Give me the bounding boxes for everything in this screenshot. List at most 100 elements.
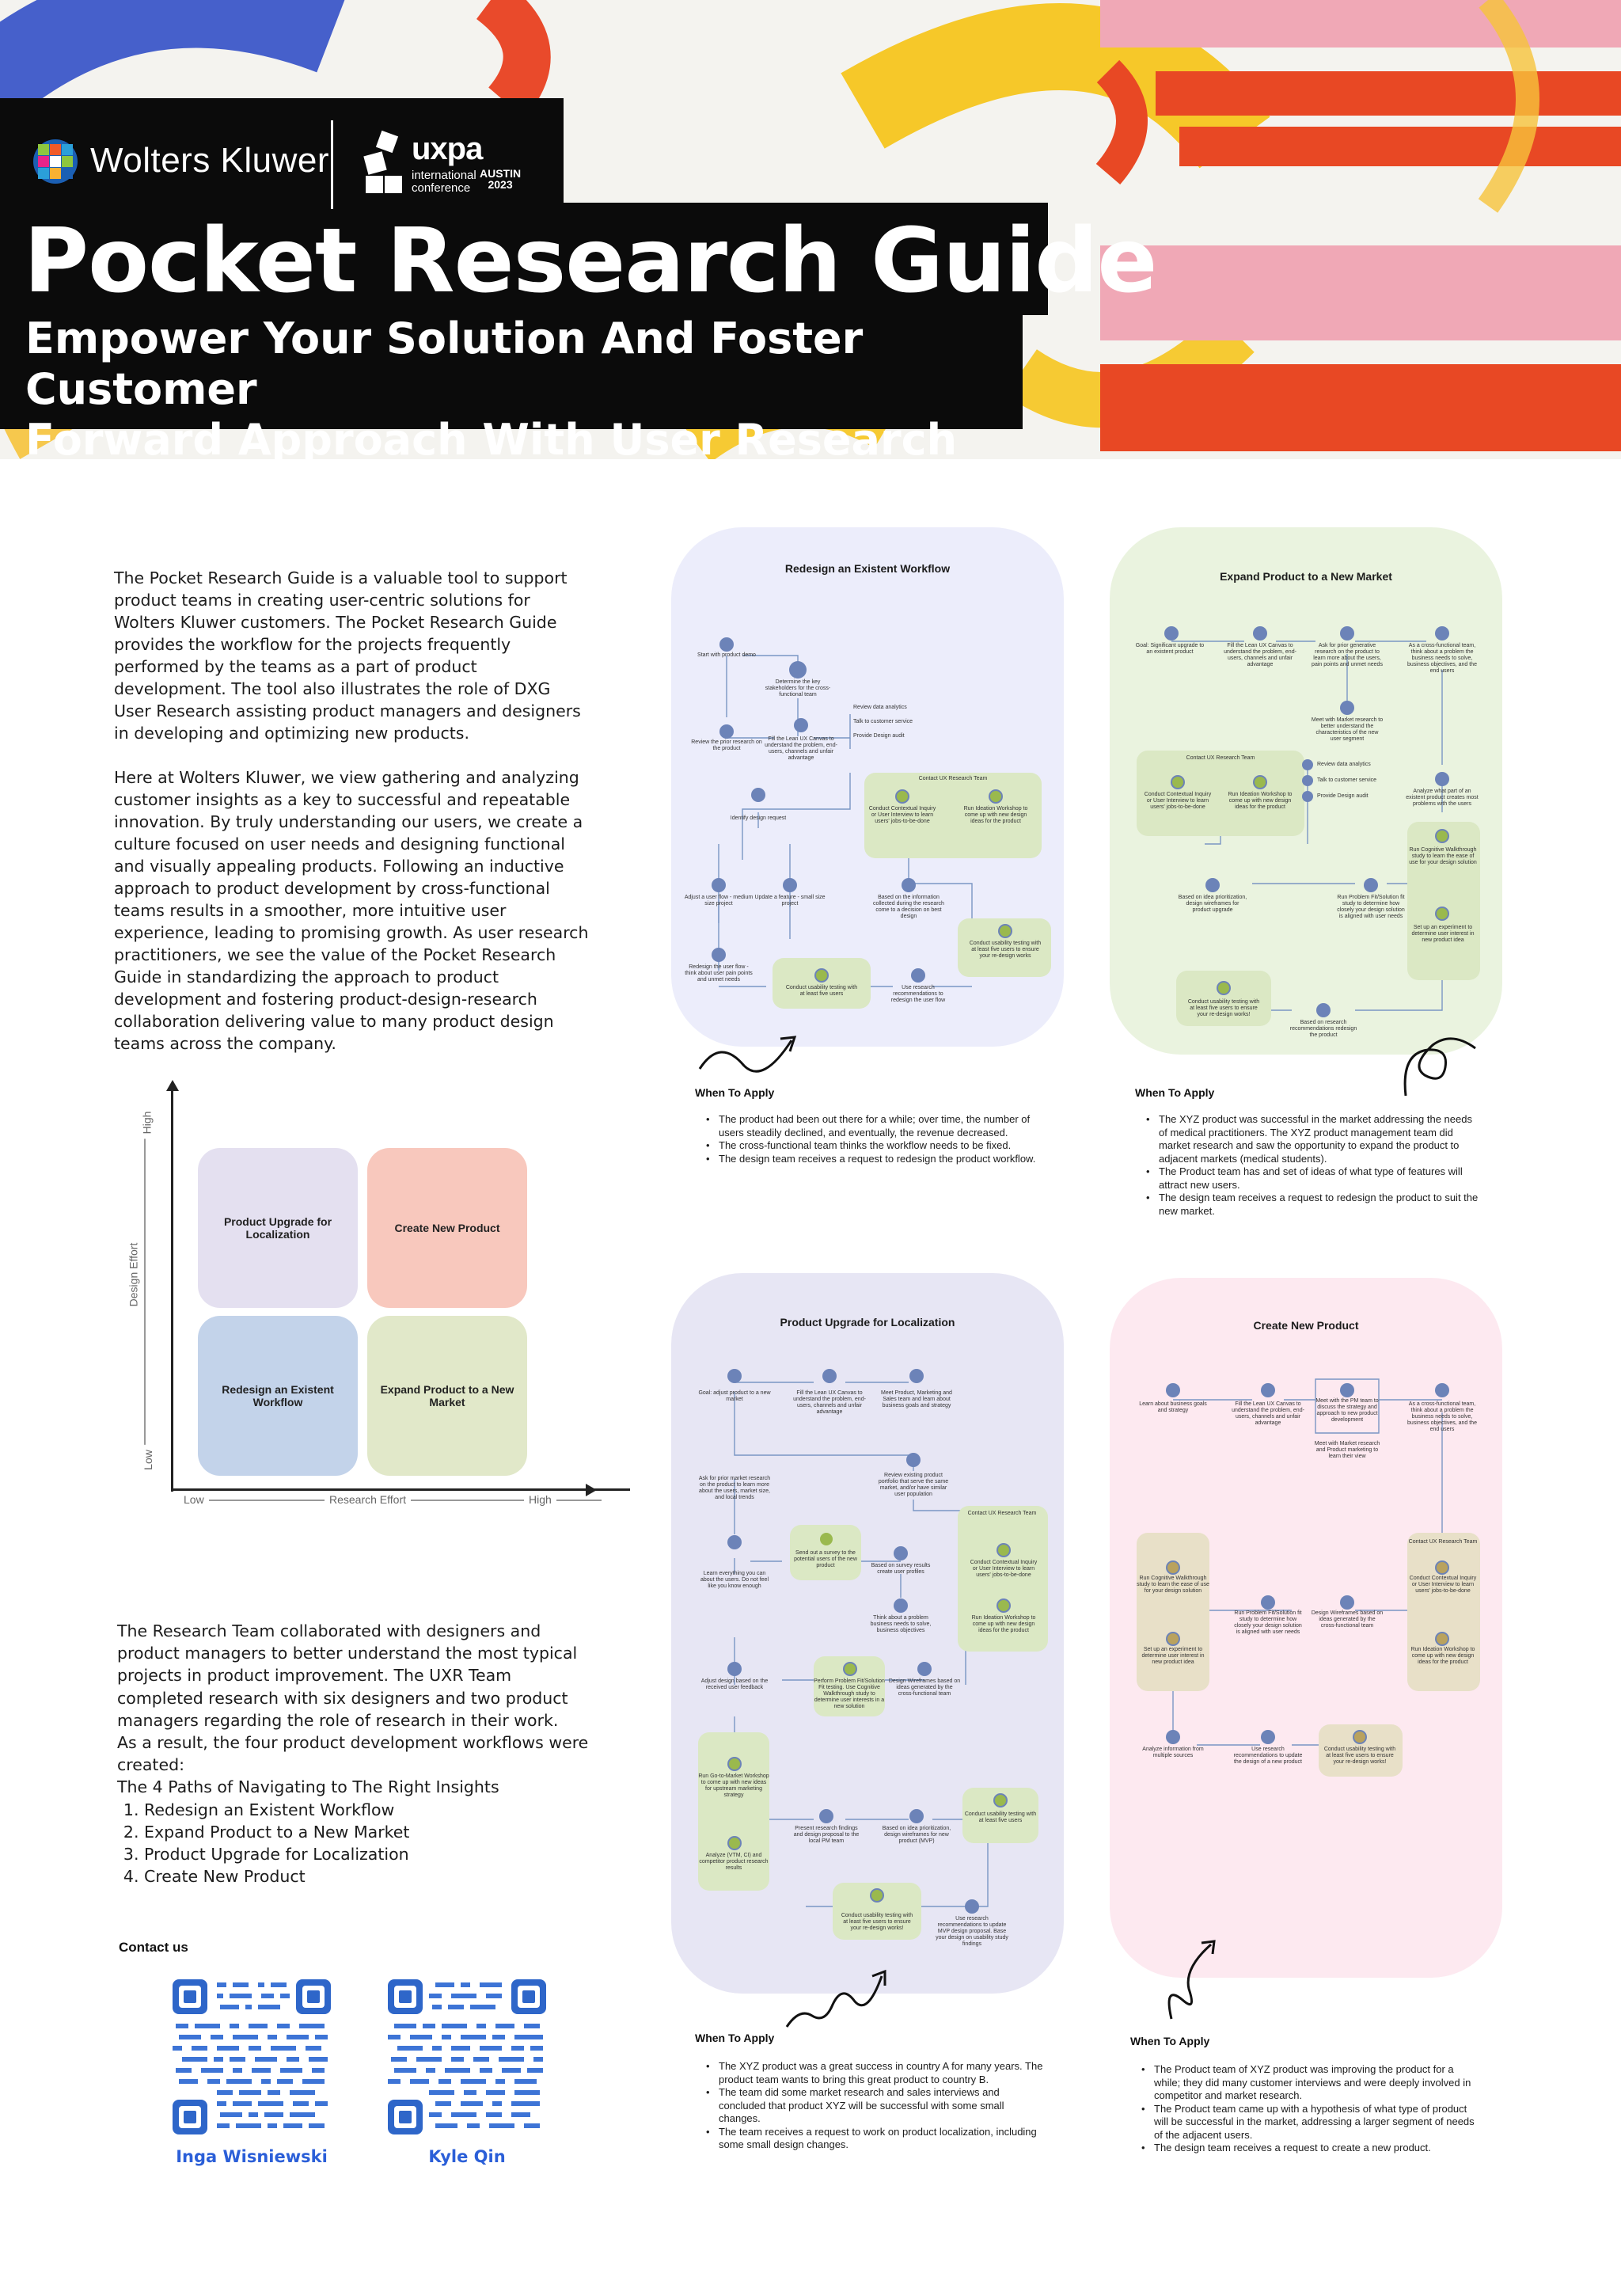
node-text: Based on idea prioritization, design wir… — [882, 1826, 951, 1844]
node-text: Run Ideation Workshop to come up with ne… — [1410, 1647, 1475, 1665]
node-text: Contact UX Research Team — [967, 1511, 1037, 1516]
conference-city-name: AUSTIN — [480, 167, 522, 180]
node-text: Conduct usability testing with at least … — [964, 1811, 1037, 1823]
node-text: Conduct Contextual Inquiry or User Inter… — [1409, 1576, 1477, 1594]
node-text: As a cross-functional team, think about … — [1407, 643, 1477, 674]
scribble-arrow-1 — [698, 1036, 797, 1073]
card-title: Create New Product — [1253, 1319, 1359, 1332]
node-text: Fill the Lean UX Canvas to understand th… — [1224, 643, 1296, 667]
workflow-card-expand: Expand Product to a New Market Goal: Sig… — [1110, 527, 1502, 1055]
path-item: Product Upgrade for Localization — [144, 1843, 592, 1865]
y-axis-arrow — [166, 1080, 179, 1091]
conference-word: uxpa — [412, 131, 483, 166]
node-text: Ask for prior generative research on the… — [1312, 643, 1383, 667]
apply-item: The team did some market research and sa… — [695, 2086, 1043, 2126]
node-text: Adjust design based on the received user… — [700, 1678, 769, 1690]
path-item: Create New Product — [144, 1865, 592, 1887]
node-text: Present research findings and design pro… — [793, 1826, 860, 1844]
apply-item: The Product team of XYZ product was impr… — [1130, 2063, 1479, 2103]
wolters-kluwer-logo-icon — [33, 139, 78, 184]
node-text: Run Cognitive Walkthrough study to learn… — [1409, 847, 1477, 865]
page-title: Pocket Research Guide — [24, 210, 1157, 313]
contact-title: Contact us — [119, 1940, 188, 1955]
x-axis-arrow — [586, 1484, 597, 1496]
node-text: Based on survey results create user prof… — [871, 1563, 931, 1575]
card-title: Product Upgrade for Localization — [780, 1316, 955, 1329]
conference-sub: international conference — [412, 169, 476, 195]
y-axis — [171, 1088, 173, 1492]
contact-name-kyle[interactable]: Kyle Qin — [428, 2147, 506, 2166]
apply-item: The Product team has and set of ideas of… — [1135, 1165, 1483, 1192]
apply-title-create: When To Apply — [1130, 2035, 1210, 2047]
apply-item: The team receives a request to work on p… — [695, 2126, 1043, 2152]
brand-name: Wolters Kluwer — [90, 141, 330, 180]
research-paragraph-2: As a result, the four product developmen… — [117, 1733, 589, 1775]
x-axis-low: Low — [179, 1493, 209, 1506]
node-text: Analyze (VTM, CI) and competitor product… — [699, 1853, 769, 1871]
node-text: Design Wireframes based on ideas generat… — [888, 1678, 961, 1697]
node-text: Review the prior research on the product — [691, 739, 762, 751]
apply-item: The product had been out there for a whi… — [695, 1113, 1043, 1139]
node-text: Talk to customer service — [853, 719, 913, 724]
workflow-diagram — [1137, 626, 1480, 1026]
node-text: Goal: Significant upgrade to an existent… — [1135, 643, 1205, 655]
node-text: Run Ideation Workshop to come up with ne… — [1228, 792, 1293, 810]
node-text: Send out a survey to the potential users… — [794, 1550, 857, 1568]
node-text: Set up an experiment to determine user i… — [1141, 1647, 1205, 1665]
card-title: Redesign an Existent Workflow — [784, 562, 951, 575]
node-text: Ask for prior market research on the pro… — [698, 1476, 771, 1500]
node-text: Analyze what part of an existent product… — [1406, 789, 1479, 807]
node-text: Use research recommendations to update t… — [1233, 1747, 1303, 1765]
quadrant-create-new-product: Create New Product — [367, 1148, 527, 1308]
page-subtitle: Empower Your Solution And Foster Custome… — [25, 314, 1023, 459]
node-text: Think about a problem business needs to … — [870, 1615, 932, 1633]
y-axis-high: High — [140, 1106, 154, 1139]
node-text: Meet Product, Marketing and Sales team a… — [881, 1390, 952, 1408]
node-text: Contact UX Research Team — [918, 776, 988, 781]
qr-code-inga[interactable] — [173, 1979, 331, 2134]
path-item: Redesign an Existent Workflow — [144, 1799, 592, 1821]
node-text: Provide Design audit — [1317, 793, 1369, 799]
apply-list-create: The Product team of XYZ product was impr… — [1130, 2063, 1479, 2155]
y-axis-label: Design Effort — [127, 1237, 140, 1312]
node-text: Provide Design audit — [853, 733, 905, 739]
node-text: Design Wireframes based on ideas generat… — [1311, 1610, 1384, 1629]
apply-item: The XYZ product was a great success in c… — [695, 2060, 1043, 2086]
node-text: Based on idea prioritization, design wir… — [1178, 895, 1247, 913]
apply-item: The XYZ product was successful in the ma… — [1135, 1113, 1483, 1165]
node-text: Fill the Lean UX Canvas to understand th… — [793, 1390, 866, 1415]
scribble-arrow-4 — [1167, 1940, 1216, 2020]
apply-list-expand: The XYZ product was successful in the ma… — [1135, 1113, 1483, 1218]
node-text: Run Ideation Workshop to come up with ne… — [971, 1615, 1036, 1633]
apply-item: The design team receives a request to re… — [695, 1153, 1043, 1166]
effort-matrix: Design Effort High Low Low Research Effo… — [127, 1080, 630, 1528]
logo-bar — [0, 98, 564, 215]
node-text: Redesign the user flow - think about use… — [685, 964, 753, 983]
apply-item: The design team receives a request to re… — [1135, 1192, 1483, 1218]
node-text: Conduct Contextual Inquiry or User Inter… — [868, 806, 936, 824]
subtitle-line-1: Empower Your Solution And Foster Custome… — [25, 314, 864, 414]
scribble-loop-2 — [1403, 1037, 1476, 1097]
node-text: Learn everything you can about the users… — [700, 1571, 769, 1589]
subtitle-line-2: Forward Approach With User Research — [25, 415, 958, 459]
apply-list-redesign: The product had been out there for a whi… — [695, 1113, 1043, 1165]
quadrant-redesign-workflow: Redesign an Existent Workflow — [198, 1316, 358, 1476]
qr-code-kyle[interactable] — [388, 1979, 546, 2134]
contact-name-inga[interactable]: Inga Wisniewski — [176, 2147, 328, 2166]
node-text: Learn about business goals and strategy — [1139, 1401, 1207, 1413]
node-text: Run Problem Fit/Solution fit study to de… — [1234, 1610, 1302, 1635]
node-text: Fill the Lean UX Canvas to understand th… — [765, 736, 837, 761]
node-text: Conduct usability testing with at least … — [841, 1913, 913, 1931]
node-text: Based on research recommendations redesi… — [1289, 1020, 1357, 1038]
x-axis-label: Research Effort — [325, 1493, 412, 1506]
node-text: Analyze information from multiple source… — [1142, 1747, 1204, 1758]
apply-title-expand: When To Apply — [1135, 1086, 1215, 1099]
research-paths-heading: The 4 Paths of Navigating to The Right I… — [117, 1777, 499, 1797]
header-banner: Wolters Kluwer uxpa international confer… — [0, 0, 1621, 459]
node-text: Conduct usability testing with at least … — [1187, 999, 1260, 1017]
node-text: Update a feature - small size project — [754, 895, 826, 907]
workflow-card-redesign: Redesign an Existent Workflow Start with… — [671, 527, 1064, 1047]
node-text: Use research recommendations to redesign… — [890, 985, 946, 1003]
intro-paragraph-1: The Pocket Research Guide is a valuable … — [114, 568, 581, 743]
node-text: Conduct Contextual Inquiry or User Inter… — [970, 1560, 1038, 1578]
